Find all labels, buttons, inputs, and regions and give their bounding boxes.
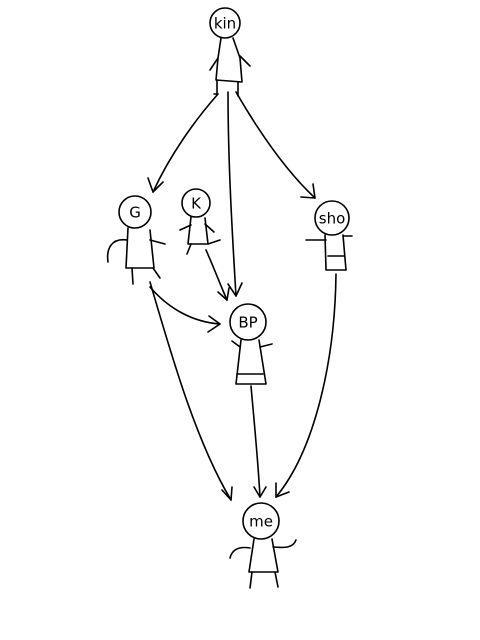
node-sho: sho [305,200,353,271]
node-me-label: me [249,513,273,531]
node-k: K [179,188,221,255]
edge-kin-to-sho [235,91,316,199]
node-bp: BP [229,303,273,385]
edge-sho-to-me [275,273,337,498]
node-kin-label: kin [214,15,236,33]
node-bp-label: BP [238,314,257,332]
node-g: G [106,195,166,285]
node-k-label: K [191,195,202,213]
node-kin: kin [209,7,251,97]
edge-kin-to-bp [227,91,243,297]
node-sho-label: sho [319,210,346,228]
edge-kin-to-g [147,93,219,193]
edge-k-to-bp [205,249,230,301]
edge-bp-to-me [250,385,267,498]
node-me: me [229,502,297,589]
edge-g-to-me [149,281,233,501]
node-g-label: G [129,204,141,222]
edge-g-to-bp [149,286,221,333]
